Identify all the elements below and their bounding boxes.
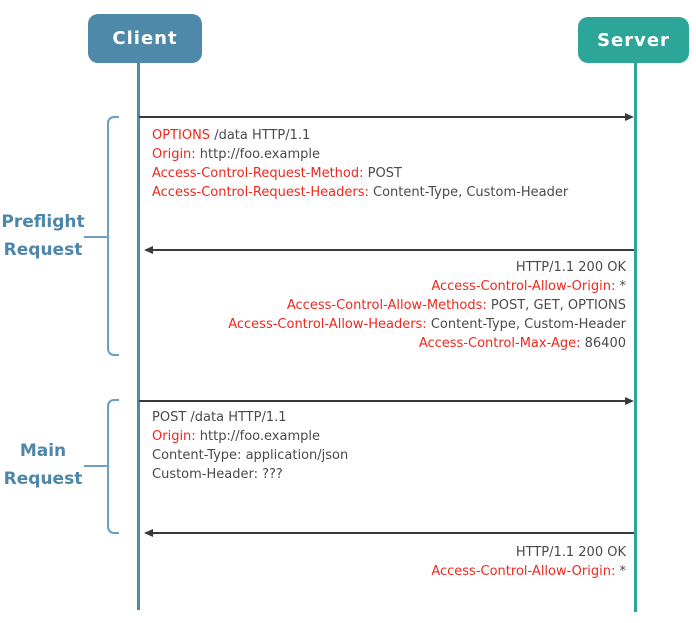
server-actor-label: Server [597, 29, 670, 51]
header-value: * [615, 564, 626, 579]
preflight-request-message: OPTIONS /data HTTP/1.1 Origin: http://fo… [152, 126, 568, 202]
header-value: Custom-Header: ??? [152, 467, 283, 482]
header-name: Access-Control-Allow-Headers: [228, 317, 427, 332]
preflight-bracket [107, 116, 119, 356]
header-value: Content-Type, Custom-Header [426, 317, 626, 332]
main-label: Main Request [0, 437, 86, 493]
preflight-request-arrow [139, 113, 634, 121]
header-name: Origin: [152, 147, 196, 162]
client-actor-label: Client [112, 28, 178, 49]
message-line: Content-Type: application/json [152, 446, 348, 465]
header-value: POST, GET, OPTIONS [486, 298, 626, 313]
header-value: http://foo.example [195, 147, 320, 162]
header-value: 86400 [580, 336, 626, 351]
main-request-arrow [139, 397, 634, 405]
main-label-line1: Main [19, 441, 67, 461]
message-line: Access-Control-Request-Method: POST [152, 164, 568, 183]
message-line: Access-Control-Allow-Origin: * [431, 562, 626, 581]
header-value: Content-Type: application/json [152, 448, 349, 463]
header-value: * [615, 279, 626, 294]
header-value: POST [363, 166, 402, 181]
preflight-label-line1: Preflight [1, 212, 85, 232]
header-value: HTTP/1.1 200 OK [515, 545, 626, 560]
main-bracket-tick [84, 465, 108, 467]
message-line: Access-Control-Allow-Methods: POST, GET,… [228, 296, 626, 315]
message-line: POST /data HTTP/1.1 [152, 408, 348, 427]
message-line: Access-Control-Allow-Origin: * [228, 277, 626, 296]
server-actor-box: Server [578, 17, 689, 63]
header-name: Origin: [152, 429, 196, 444]
main-response-message: HTTP/1.1 200 OK Access-Control-Allow-Ori… [431, 543, 626, 581]
client-actor-box: Client [88, 14, 202, 63]
main-response-arrow [144, 529, 634, 537]
message-line: Origin: http://foo.example [152, 145, 568, 164]
message-line: HTTP/1.1 200 OK [228, 258, 626, 277]
header-name: Access-Control-Request-Method: [152, 166, 364, 181]
message-line: OPTIONS /data HTTP/1.1 [152, 126, 568, 145]
main-request-message: POST /data HTTP/1.1 Origin: http://foo.e… [152, 408, 348, 484]
preflight-response-arrow [144, 246, 634, 254]
message-line: Custom-Header: ??? [152, 465, 348, 484]
client-lifeline [137, 63, 140, 610]
header-name: Access-Control-Request-Headers: [152, 185, 369, 200]
preflight-label: Preflight Request [0, 208, 86, 264]
header-value: http://foo.example [195, 429, 320, 444]
header-value: POST /data HTTP/1.1 [152, 410, 287, 425]
message-line: Access-Control-Max-Age: 86400 [228, 334, 626, 353]
server-lifeline [634, 63, 637, 612]
header-value: HTTP/1.1 200 OK [515, 260, 626, 275]
message-line: Access-Control-Request-Headers: Content-… [152, 183, 568, 202]
message-line: Origin: http://foo.example [152, 427, 348, 446]
header-value: /data HTTP/1.1 [210, 128, 311, 143]
header-name: Access-Control-Allow-Origin: [431, 564, 616, 579]
preflight-response-message: HTTP/1.1 200 OK Access-Control-Allow-Ori… [228, 258, 626, 353]
message-line: HTTP/1.1 200 OK [431, 543, 626, 562]
main-bracket [107, 399, 119, 534]
preflight-label-line2: Request [3, 240, 83, 260]
message-line: Access-Control-Allow-Headers: Content-Ty… [228, 315, 626, 334]
header-name: Access-Control-Allow-Methods: [286, 298, 487, 313]
header-name: Access-Control-Allow-Origin: [431, 279, 616, 294]
header-name: Access-Control-Max-Age: [418, 336, 581, 351]
preflight-bracket-tick [84, 236, 108, 238]
main-label-line2: Request [3, 469, 83, 489]
header-name: OPTIONS [152, 128, 211, 143]
header-value: Content-Type, Custom-Header [368, 185, 569, 200]
